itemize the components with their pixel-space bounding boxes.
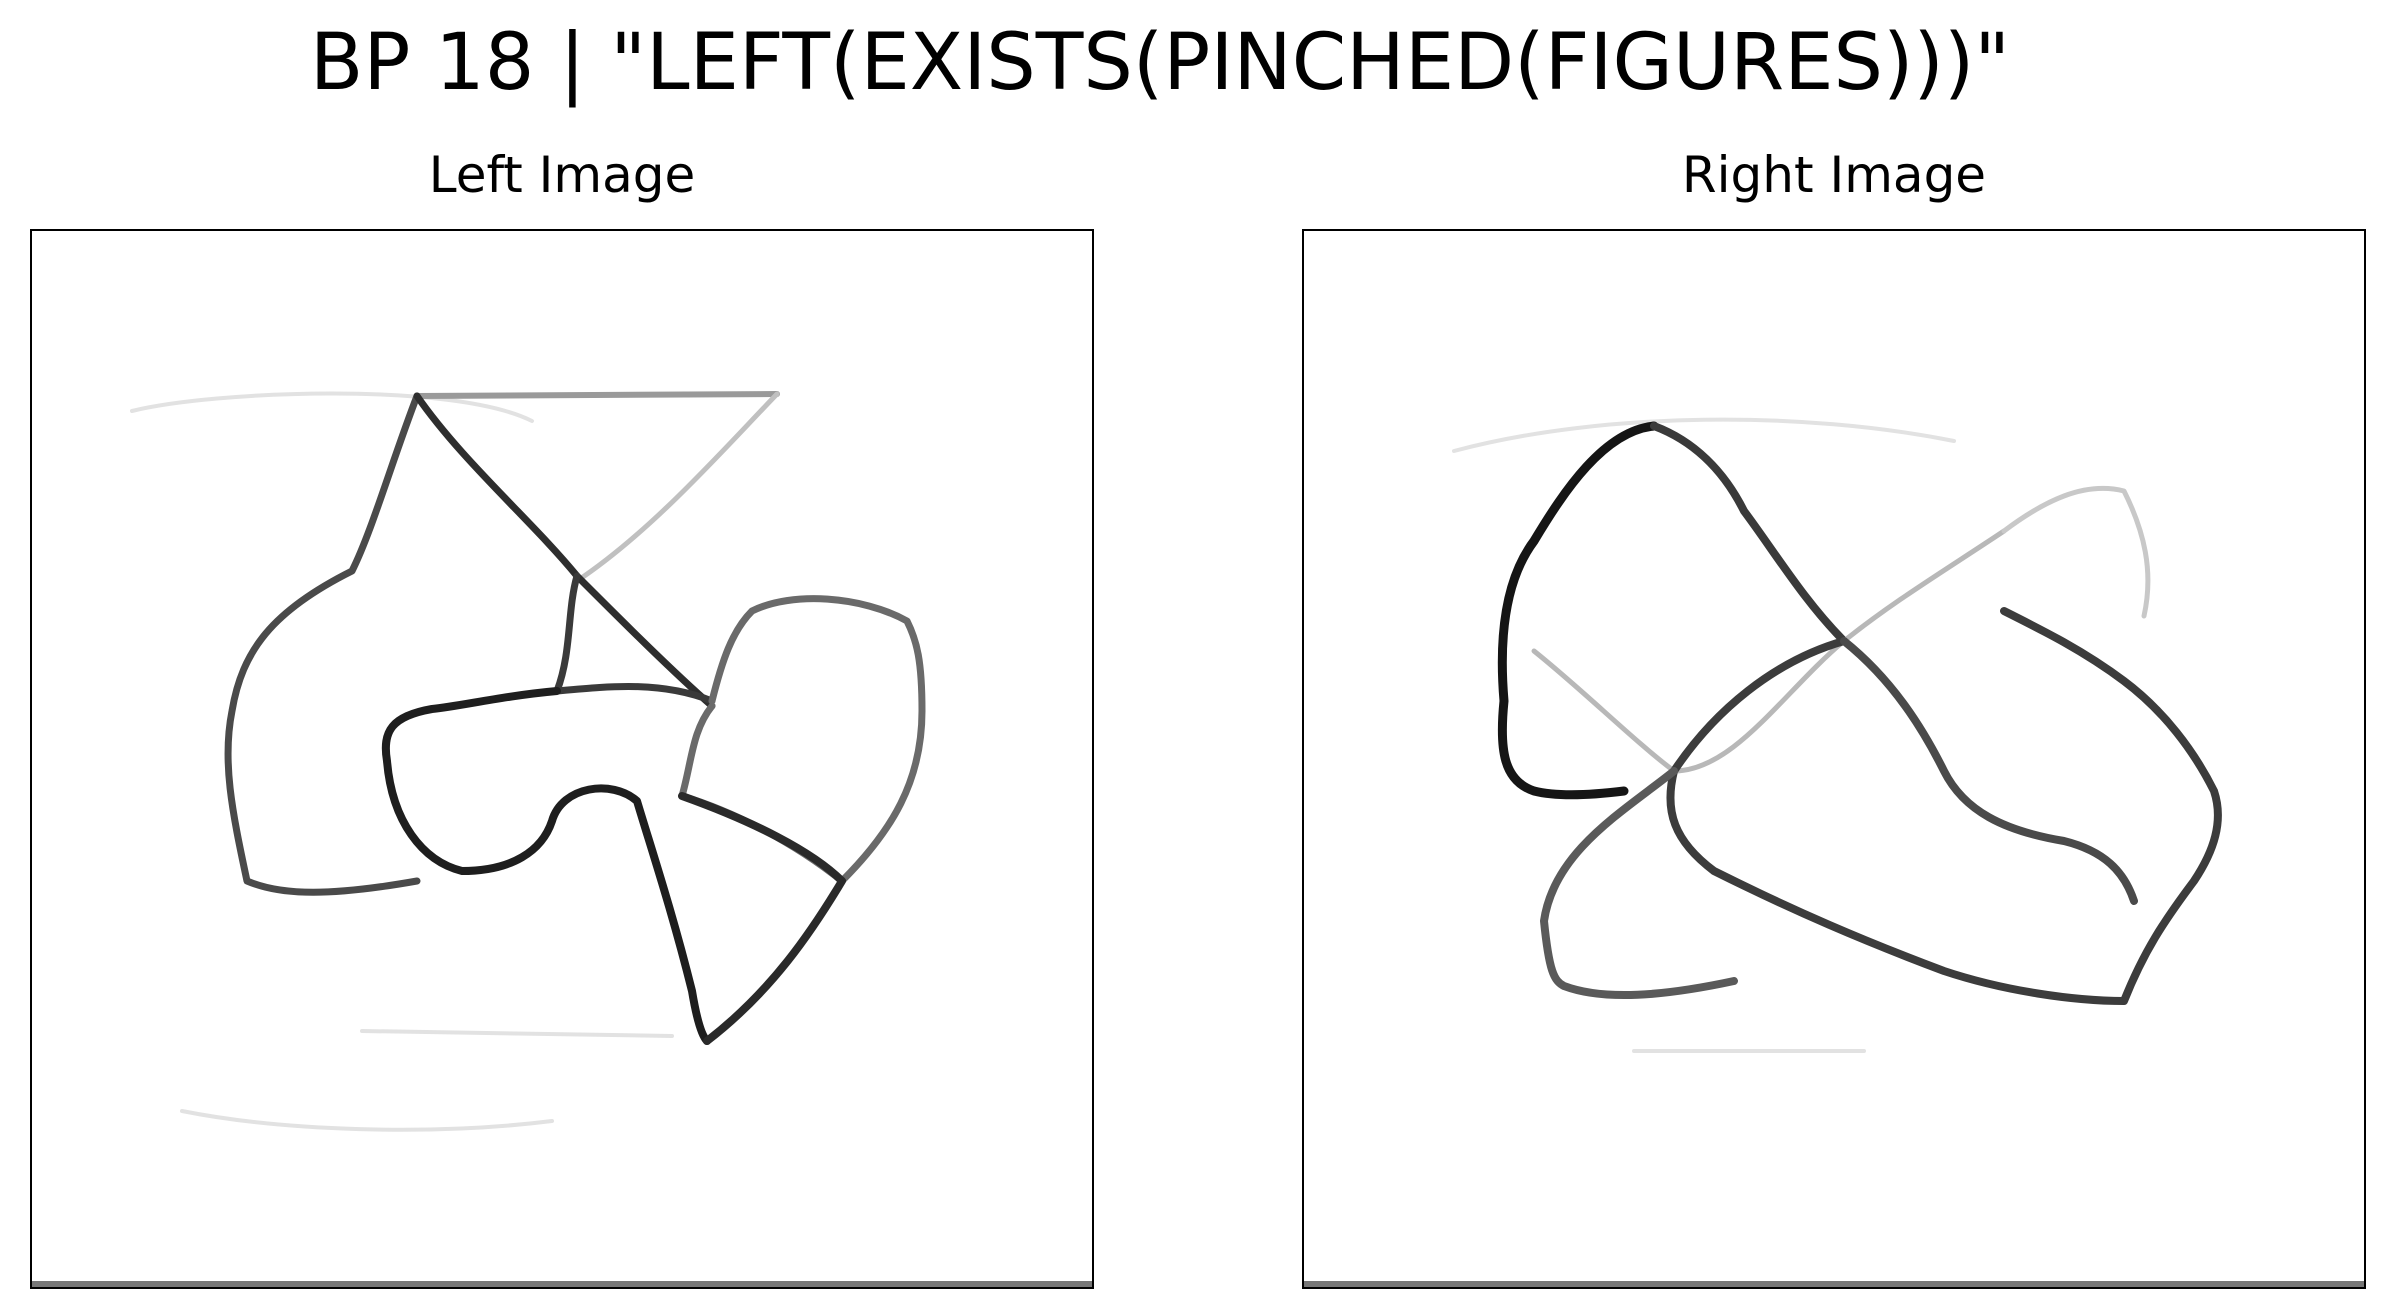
left-panel: Left Image: [30, 145, 1094, 1289]
right-heart-shape: [1666, 607, 2222, 1005]
right-background-smudges: [1452, 417, 1956, 1053]
right-panel-title: Right Image: [1681, 146, 1987, 204]
right-drawing: [1452, 417, 2222, 1053]
right-left-loop: [1497, 421, 1659, 800]
right-bottom-hook: [1540, 767, 1738, 1000]
figure-title: BP 18 | "LEFT(EXISTS(PINCHED(FIGURES)))": [309, 18, 2011, 108]
right-left-loop-upper: [1650, 422, 1848, 645]
left-triangle-right: [574, 391, 780, 584]
right-panel: Right Image: [1302, 145, 2366, 1289]
left-lower-tip: [678, 792, 846, 1045]
left-triangle-top: [414, 391, 780, 399]
left-panel-title: Left Image: [428, 146, 696, 204]
left-image-frame: [30, 229, 1094, 1289]
right-upper-right-lobe: [2001, 485, 2151, 619]
right-image-frame: [1302, 229, 2366, 1289]
left-drawing: [130, 391, 926, 1132]
right-inner-crease: [1840, 637, 2138, 905]
left-dogbone: [381, 687, 711, 1045]
left-background-smudges: [130, 391, 674, 1132]
right-faint-connector: [1531, 528, 2007, 774]
left-right-blob: [678, 595, 926, 885]
left-outer-blob: [224, 392, 421, 896]
